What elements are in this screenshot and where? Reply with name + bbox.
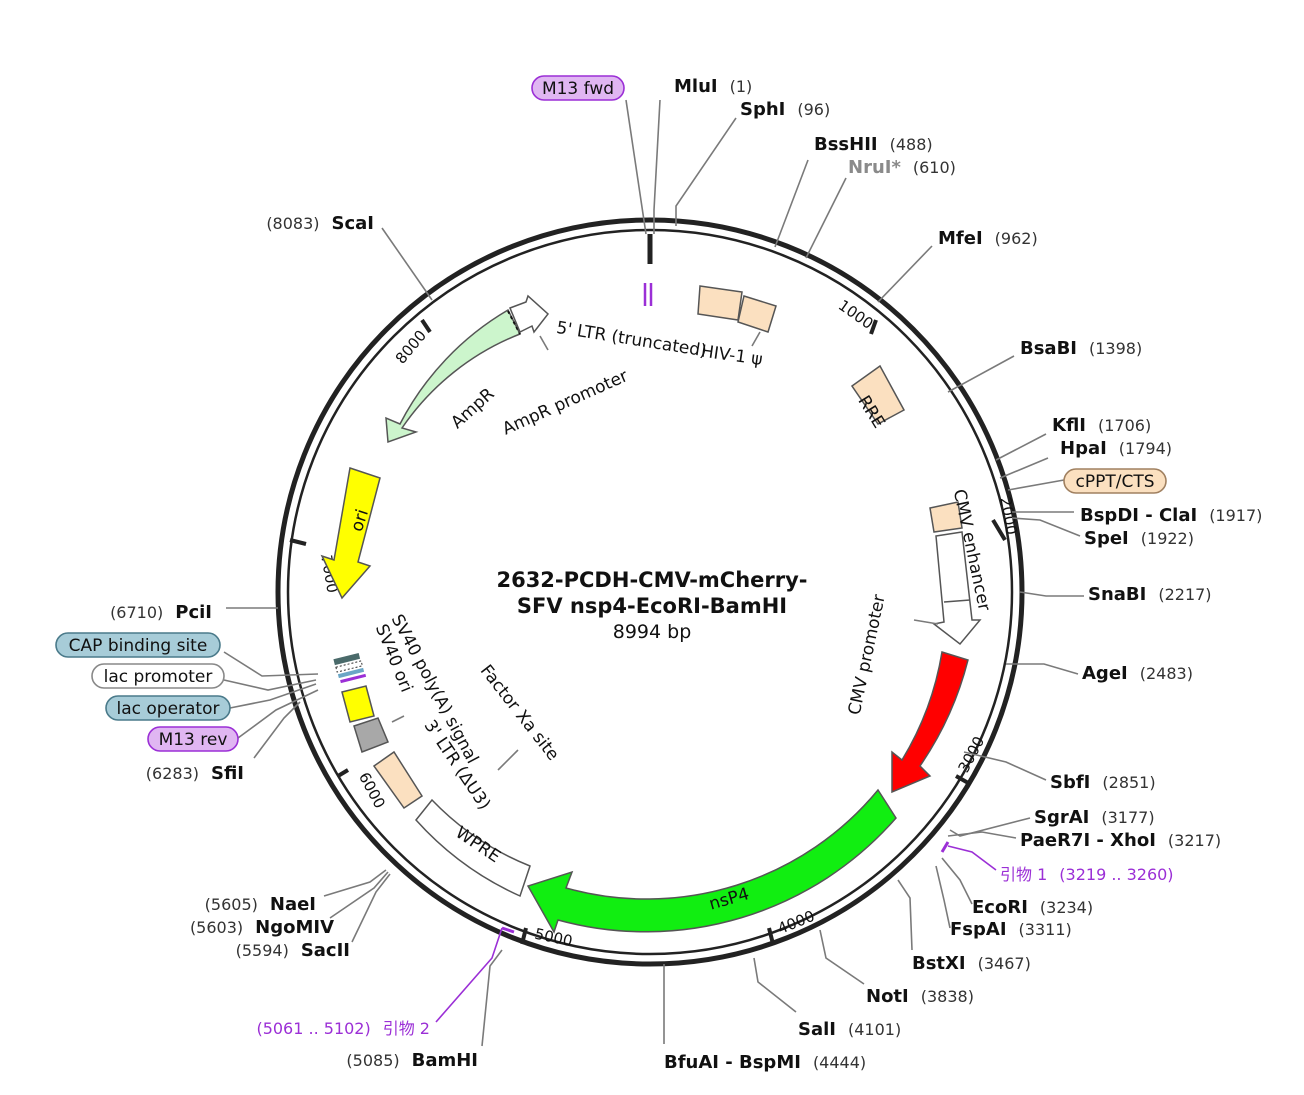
primer-2-leader xyxy=(435,927,503,1023)
tag-lac-operator-text: lac operator xyxy=(116,699,219,719)
tick-mark-4000 xyxy=(767,927,775,945)
primer-2-label: (5061 .. 5102)引物 2 xyxy=(256,1019,430,1038)
ampr-dotted xyxy=(507,310,521,335)
site-pcii: (6710)PciI xyxy=(110,602,212,623)
site-bspdi-clai: BspDI - ClaI(1917) xyxy=(1080,505,1262,526)
tag-lac-promoter: lac promoter xyxy=(91,663,225,689)
ltr3-box xyxy=(372,750,424,810)
tick-mark-5000 xyxy=(520,927,528,945)
site-labels: MluI(1) SphI(96) BssHII(488) NruI*(610) … xyxy=(110,76,1262,1073)
primer-1-leader xyxy=(947,845,997,871)
site-ngomiv: (5603)NgoMIV xyxy=(190,917,334,938)
site-mlui: MluI(1) xyxy=(674,76,752,97)
site-sphi: SphI(96) xyxy=(740,99,830,120)
tag-cap-text: CAP binding site xyxy=(69,636,208,656)
site-sfii: (6283)SfiI xyxy=(146,763,244,784)
site-ecori: EcoRI(3234) xyxy=(972,897,1093,918)
ampr-label: AmpR xyxy=(447,384,498,433)
site-spei: SpeI(1922) xyxy=(1084,528,1194,549)
lac-stack-2 xyxy=(335,660,363,673)
tag-m13-rev-text: M13 rev xyxy=(159,730,228,750)
rre-box xyxy=(850,364,906,425)
nsp4-feature xyxy=(526,788,897,934)
ltr5-label: 5' LTR (truncated) xyxy=(555,318,708,361)
sv40-ori-box xyxy=(353,717,389,753)
primer-1 xyxy=(940,841,997,871)
tag-cppt: cPPT/CTS xyxy=(1063,468,1167,494)
site-hpai: HpaI(1794) xyxy=(1060,438,1172,459)
lac-stack-3 xyxy=(337,667,365,679)
site-bstxi: BstXI(3467) xyxy=(912,953,1031,974)
site-naei: (5605)NaeI xyxy=(205,894,316,915)
plasmid-title-1: 2632-PCDH-CMV-mCherry- xyxy=(496,568,807,592)
factor-xa-leader xyxy=(497,749,519,771)
mcherry-feature xyxy=(891,651,969,794)
site-paer7i-xhoi: PaeR7I - XhoI(3217) xyxy=(1020,830,1221,851)
site-leaders xyxy=(223,99,1084,1047)
sv40-ori-leader xyxy=(391,715,405,723)
factor-xa-label: Factor Xa site xyxy=(476,661,563,764)
site-sali: SalI(4101) xyxy=(798,1019,901,1040)
primer-2 xyxy=(435,926,515,1023)
hiv-psi-box xyxy=(737,295,777,333)
plasmid-title-2: SFV nsp4-EcoRI-BamHI xyxy=(517,594,787,618)
site-snabi: SnaBI(2217) xyxy=(1088,584,1212,605)
ampr-feature xyxy=(385,308,522,444)
ampr-promoter-feature xyxy=(509,294,550,334)
tag-lac-operator: lac operator xyxy=(105,695,231,721)
ampr-promoter-leader xyxy=(539,335,549,351)
site-sgrai: SgrAI(3177) xyxy=(1034,807,1155,828)
site-scai: (8083)ScaI xyxy=(266,213,374,234)
site-bsabi: BsaBI(1398) xyxy=(1020,338,1142,359)
cmv-split xyxy=(943,599,971,603)
ori-feature xyxy=(320,467,381,600)
site-agei: AgeI(2483) xyxy=(1082,663,1193,684)
tick-mark-3000 xyxy=(955,774,971,786)
hiv-psi-label: HIV-1 ψ xyxy=(700,342,764,370)
plasmid-length: 8994 bp xyxy=(613,621,692,643)
tick-mark-7000 xyxy=(289,538,307,546)
site-bsshii: BssHII(488) xyxy=(814,134,933,155)
tag-m13-fwd: M13 fwd xyxy=(531,75,625,101)
site-noti: NotI(3838) xyxy=(866,986,974,1007)
cmv-enhancer-box xyxy=(929,501,963,533)
site-sbfi: SbfI(2851) xyxy=(1050,772,1156,793)
site-mfei: MfeI(962) xyxy=(938,228,1038,249)
tag-cap: CAP binding site xyxy=(55,632,221,658)
site-kfli: KflI(1706) xyxy=(1052,415,1151,436)
primer-1-bar xyxy=(940,841,950,853)
site-fspai: FspAI(3311) xyxy=(950,919,1072,940)
ampr-promoter-label: AmpR promoter xyxy=(500,366,632,439)
primer-2-bar xyxy=(501,926,515,934)
cmv-promoter-arrow xyxy=(932,531,982,646)
lac-stack-1 xyxy=(333,652,361,666)
tick-mark-6000 xyxy=(336,768,350,778)
sv40-polya-box xyxy=(341,685,375,723)
cmv-promoter-label: CMV promoter xyxy=(845,593,890,717)
cmv-promoter-leader xyxy=(913,619,939,625)
site-nrui: NruI*(610) xyxy=(848,157,956,178)
tick-mark-1000 xyxy=(869,319,878,335)
tick-mark-2000 xyxy=(991,518,1007,542)
site-bfuai-bspmi: BfuAI - BspMI(4444) xyxy=(664,1052,866,1073)
tick-label-1000: 1000 xyxy=(835,296,877,333)
tag-m13-fwd-text: M13 fwd xyxy=(542,79,614,99)
site-sacii: (5594)SacII xyxy=(236,940,350,961)
tag-lac-promoter-text: lac promoter xyxy=(104,667,213,687)
tag-m13-rev: M13 rev xyxy=(147,726,239,752)
ltr5-box xyxy=(697,285,743,321)
primer-1-label: 引物 1(3219 .. 3260) xyxy=(1000,865,1174,884)
lac-stack-4 xyxy=(340,673,367,684)
tag-cppt-text: cPPT/CTS xyxy=(1075,472,1154,492)
tick-mark-8000 xyxy=(420,318,432,334)
site-bamhi: (5085)BamHI xyxy=(346,1050,478,1071)
wpre-feature xyxy=(415,798,531,898)
hiv-psi-leader xyxy=(751,331,761,347)
